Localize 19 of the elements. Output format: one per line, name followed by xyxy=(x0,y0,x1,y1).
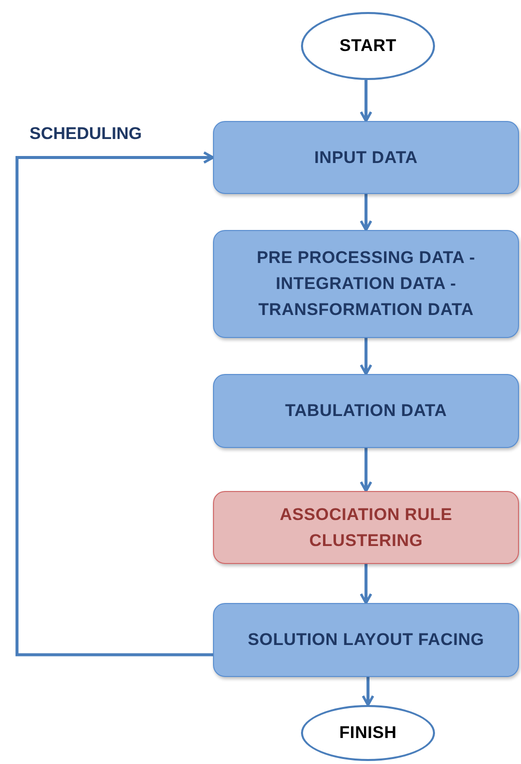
arrow xyxy=(360,338,372,376)
node-label: FINISH xyxy=(338,722,398,744)
node-label: ASSOCIATION RULE CLUSTERING xyxy=(278,504,454,552)
highlight-box xyxy=(213,491,519,564)
arrow xyxy=(360,194,372,232)
process-box xyxy=(213,121,519,194)
arrow xyxy=(360,564,372,604)
arrow xyxy=(360,80,372,122)
node-label: START xyxy=(338,35,398,57)
process-box xyxy=(213,603,519,677)
node-label: SOLUTION LAYOUT FACING xyxy=(246,629,486,651)
process-box xyxy=(213,374,519,448)
arrow xyxy=(16,151,214,656)
node-label: TABULATION DATA xyxy=(284,400,448,422)
arrow xyxy=(362,677,374,706)
process-box xyxy=(213,230,519,338)
arrow xyxy=(360,448,372,492)
node-label: INPUT DATA xyxy=(313,146,419,168)
node-label: PRE PROCESSING DATA -INTEGRATION DATA -TRANSFORMATION DATA xyxy=(256,247,476,321)
